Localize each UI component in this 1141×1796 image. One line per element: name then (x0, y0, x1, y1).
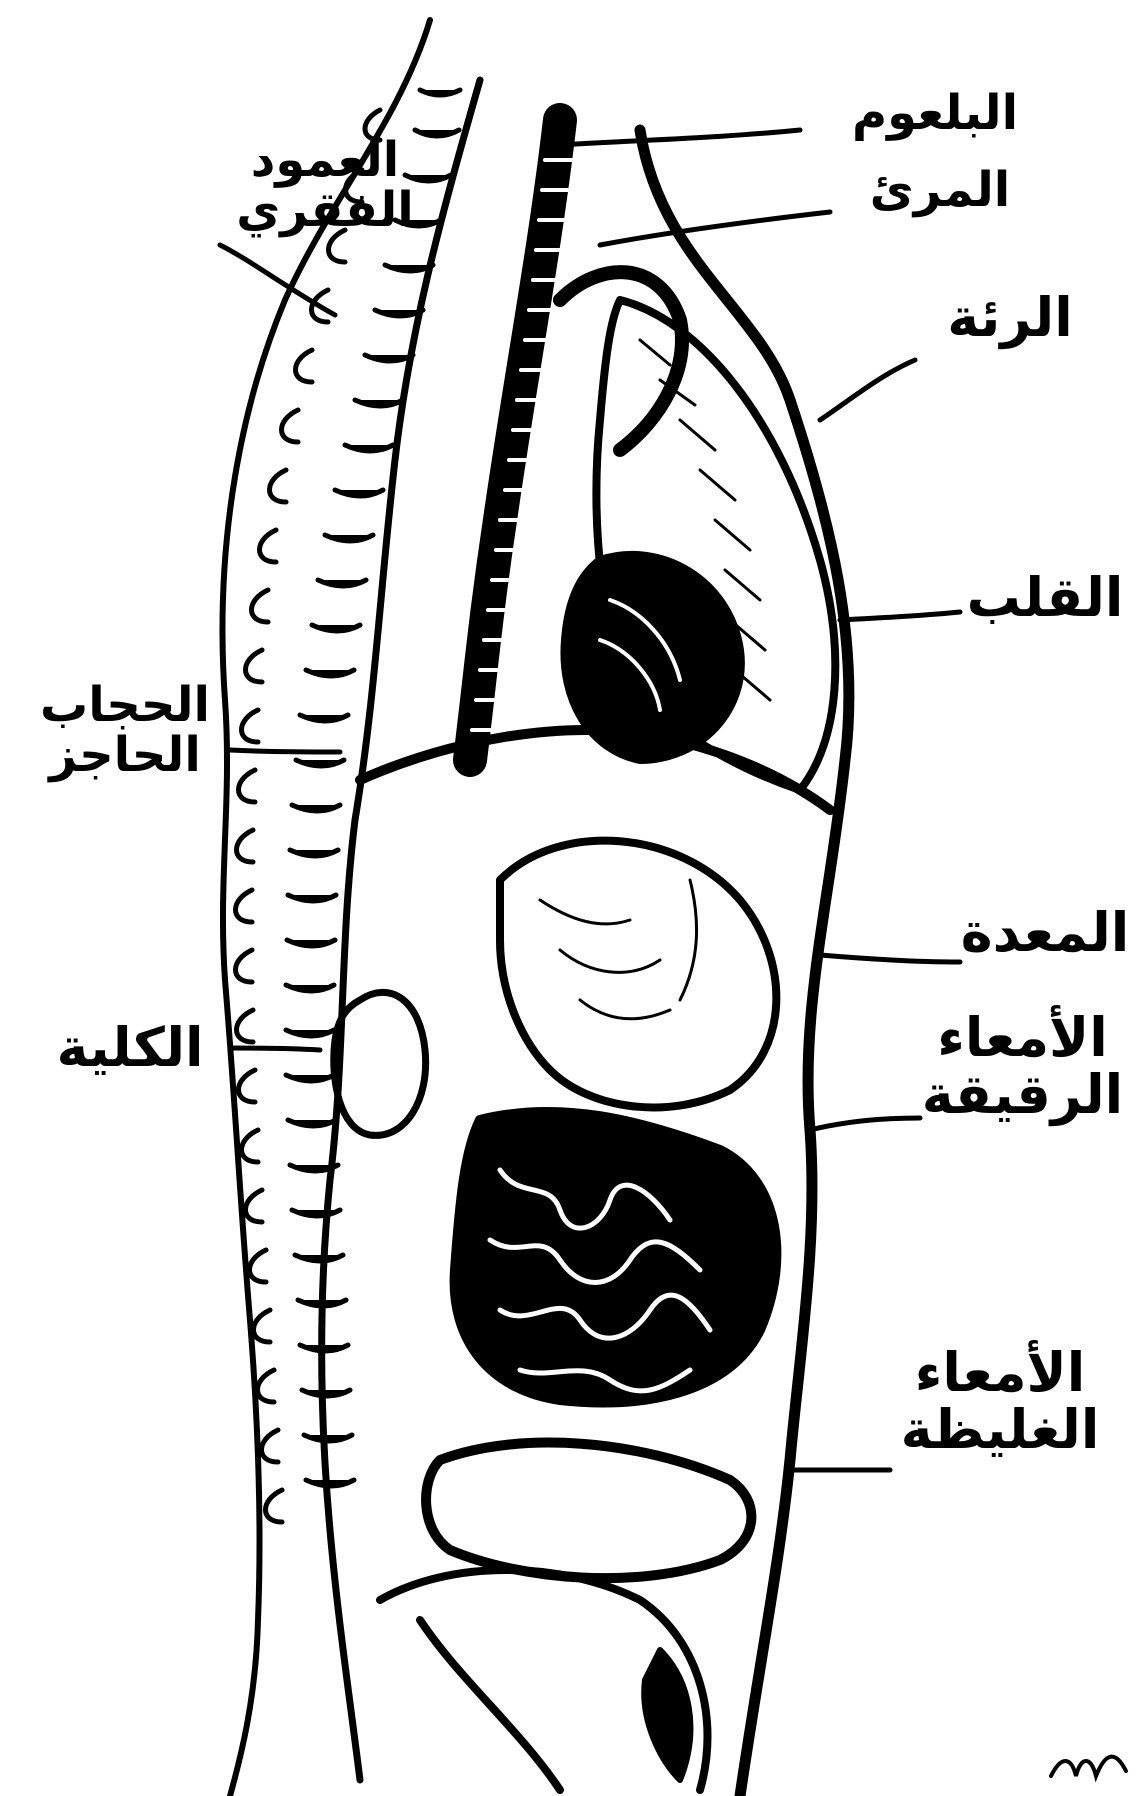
kidney (334, 992, 426, 1135)
label-diaphragm: الحجاب الحاجز (25, 680, 225, 781)
diaphragm (360, 730, 830, 810)
stomach (500, 841, 776, 1108)
label-pharynx: البلعوم (815, 88, 1055, 138)
label-esophagus: المرئ (840, 165, 1040, 215)
small-intestine (455, 1112, 777, 1403)
spine-canal-outline (322, 80, 480, 1780)
artist-signature (1031, 1736, 1141, 1796)
label-heart: القلب (955, 570, 1135, 627)
trachea (470, 120, 560, 760)
label-spine: العمود الفقري (225, 135, 425, 236)
bladder (644, 1650, 690, 1780)
label-large-intestine: الأمعاء الغليظة (880, 1345, 1120, 1458)
large-intestine (426, 1443, 751, 1579)
label-kidney: الكلية (25, 1020, 235, 1077)
label-small-intestine: الأمعاء الرقيقة (910, 1010, 1135, 1123)
label-stomach: المعدة (955, 905, 1135, 962)
back-outline (223, 20, 431, 1796)
label-lung: الرئة (915, 290, 1105, 347)
